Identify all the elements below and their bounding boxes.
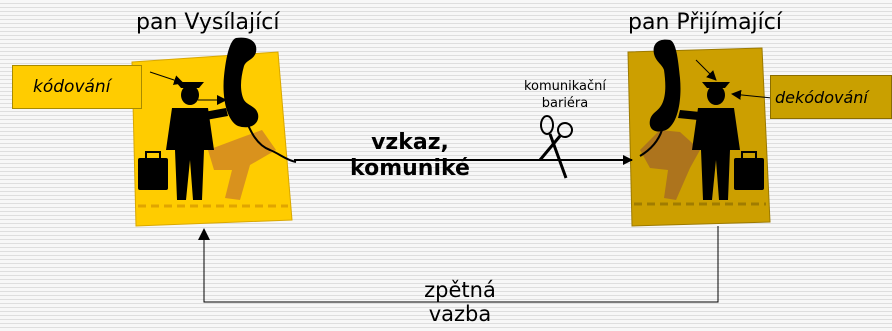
message-label-line1: vzkaz, bbox=[371, 130, 449, 155]
feedback-label-line2: vazba bbox=[428, 302, 492, 326]
decode-label: dekódování bbox=[775, 87, 868, 107]
receiver-phone-icon bbox=[639, 39, 681, 157]
encode-label: kódování bbox=[33, 77, 111, 97]
feedback-arrow bbox=[203, 226, 719, 303]
sender-title: pan Vysílající bbox=[136, 10, 280, 35]
receiver-title: pan Přijímající bbox=[628, 10, 782, 35]
scissors-icon bbox=[538, 115, 573, 179]
sender-phone-icon bbox=[223, 37, 297, 163]
encode-note: kódování bbox=[12, 65, 142, 109]
feedback-label-line1: zpětná bbox=[424, 278, 496, 302]
barrier-label-line2: bariéra bbox=[541, 96, 589, 111]
message-label-line2: komuniké bbox=[350, 156, 470, 181]
barrier-label-line1: komunikační bbox=[523, 79, 607, 94]
decode-note: dekódování bbox=[770, 75, 892, 119]
sender-card bbox=[131, 37, 297, 227]
receiver-person-icon bbox=[678, 82, 764, 200]
feedback-label: zpětná vazba bbox=[395, 278, 525, 326]
message-label: vzkaz, komuniké bbox=[320, 130, 500, 182]
receiver-card bbox=[627, 39, 773, 227]
sender-person-icon bbox=[138, 82, 228, 200]
barrier-label: komunikační bariéra bbox=[505, 78, 625, 112]
